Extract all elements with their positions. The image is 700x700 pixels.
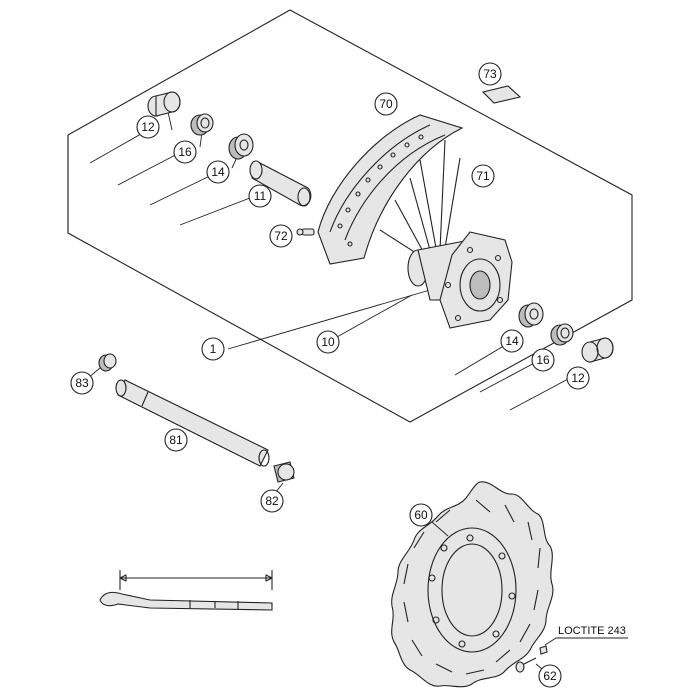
callout-81: 81 xyxy=(164,428,188,452)
rim-spoke-holes xyxy=(337,134,424,247)
callout-1: 1 xyxy=(201,337,225,361)
hub-part xyxy=(407,231,513,329)
svg-text:16: 16 xyxy=(178,145,192,159)
label-sticker-part xyxy=(481,85,522,104)
callout-72: 72 xyxy=(269,224,293,248)
spacer-left-part xyxy=(147,91,181,117)
callout-10: 10 xyxy=(316,330,340,354)
loctite-note: LOCTITE 243 xyxy=(558,625,626,637)
callout-73: 73 xyxy=(478,62,502,86)
brake-disc-bolt-holes xyxy=(428,534,516,648)
assembly-frame xyxy=(67,9,633,423)
svg-text:82: 82 xyxy=(265,494,279,508)
svg-text:62: 62 xyxy=(543,669,557,683)
callout-11: 11 xyxy=(248,184,272,208)
svg-text:11: 11 xyxy=(254,189,267,203)
axle-nut-left-part xyxy=(98,353,117,372)
svg-text:81: 81 xyxy=(169,433,183,447)
svg-text:14: 14 xyxy=(505,334,519,348)
callout-16-right: 16 xyxy=(531,348,555,372)
svg-text:16: 16 xyxy=(536,353,550,367)
brake-disc-vent-slots xyxy=(403,499,541,675)
svg-text:72: 72 xyxy=(274,229,288,243)
callout-71: 71 xyxy=(471,164,495,188)
axle-nut-right-part xyxy=(273,461,295,483)
bearing-right-part xyxy=(518,302,544,328)
callout-14-right: 14 xyxy=(500,329,524,353)
brake-disc-part xyxy=(391,481,554,688)
svg-text:12: 12 xyxy=(141,120,155,134)
svg-text:71: 71 xyxy=(476,169,490,183)
valve-screw-part xyxy=(296,228,315,236)
svg-text:70: 70 xyxy=(379,97,393,111)
callout-12-right: 12 xyxy=(566,366,590,390)
callout-12-left: 12 xyxy=(136,115,160,139)
svg-text:12: 12 xyxy=(571,371,585,385)
seal-left-part xyxy=(190,113,214,136)
seal-right-part xyxy=(550,323,574,346)
callout-62: 62 xyxy=(538,664,562,688)
callout-16-left: 16 xyxy=(173,140,197,164)
disc-screw-part xyxy=(515,645,548,673)
spacer-tube-part xyxy=(249,160,312,207)
svg-text:60: 60 xyxy=(414,508,428,522)
callout-82: 82 xyxy=(260,489,284,513)
axle-part xyxy=(115,379,270,467)
svg-text:14: 14 xyxy=(211,165,225,179)
callout-14-left: 14 xyxy=(206,160,230,184)
bearing-left-part xyxy=(228,133,254,160)
callout-83: 83 xyxy=(70,371,94,395)
svg-text:1: 1 xyxy=(210,342,217,356)
svg-text:10: 10 xyxy=(321,335,335,349)
spacer-right-part xyxy=(581,337,614,363)
rim-part xyxy=(317,114,464,265)
svg-text:73: 73 xyxy=(483,67,497,81)
svg-text:83: 83 xyxy=(75,376,89,390)
callout-70: 70 xyxy=(374,92,398,116)
special-tool xyxy=(99,570,273,611)
callout-60: 60 xyxy=(409,503,433,527)
